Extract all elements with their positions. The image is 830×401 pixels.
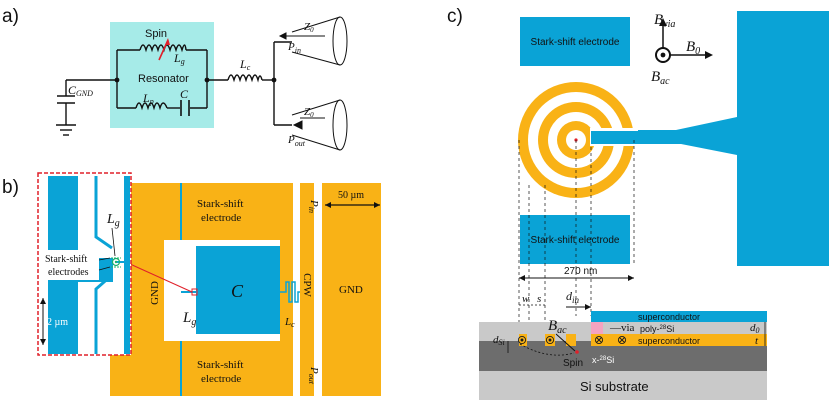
capacitor-c bbox=[180, 100, 190, 116]
dim-270nm-arrow-right bbox=[628, 275, 634, 281]
bac-field-line bbox=[519, 343, 575, 356]
coax-line-in bbox=[278, 16, 348, 66]
junction-dots bbox=[114, 77, 277, 83]
label-lc-b: Lc bbox=[284, 316, 295, 329]
panel-label-c: c) bbox=[447, 6, 463, 27]
panel-label-b: b) bbox=[2, 177, 19, 198]
via-block bbox=[591, 322, 603, 334]
gnd-left-label: GND bbox=[149, 281, 161, 305]
current-markers bbox=[517, 335, 627, 345]
label-t: t bbox=[755, 335, 759, 347]
label-pout: Pout bbox=[287, 134, 306, 148]
guide-lines bbox=[518, 140, 635, 340]
label-pin-b: Pin bbox=[307, 199, 320, 213]
cpw-center-strip bbox=[300, 183, 314, 396]
label-lp: Lp bbox=[142, 91, 154, 106]
spiral-inductor bbox=[518, 82, 681, 198]
inset-stark-pointer-1 bbox=[98, 257, 111, 261]
label-bvia: Bvia bbox=[654, 12, 675, 30]
label-substrate: Si substrate bbox=[580, 379, 649, 394]
label-cgnd: CGND bbox=[68, 83, 93, 98]
layer-superconductor-bottom bbox=[591, 334, 767, 346]
label-lg-b: Lg bbox=[182, 310, 196, 328]
label-pin: Pin bbox=[287, 41, 301, 55]
scale-arrow-left bbox=[325, 202, 331, 208]
resonator-label: Resonator bbox=[138, 73, 189, 85]
inset-stark-label-bg bbox=[40, 250, 99, 280]
scale-arrow-right bbox=[374, 202, 380, 208]
label-c-pad: C bbox=[231, 281, 244, 301]
scale-label-50um: 50 µm bbox=[338, 190, 364, 201]
label-pout-b: Pout bbox=[307, 366, 320, 385]
inductor-lc bbox=[227, 74, 263, 83]
label-d0: d0 bbox=[750, 322, 760, 335]
capacitor-gnd bbox=[57, 95, 75, 104]
inset-scale-label: 2 µm bbox=[47, 317, 68, 328]
label-w: w bbox=[522, 293, 530, 305]
spin-arrow-icon bbox=[158, 38, 170, 61]
stark-electrode-bottom bbox=[520, 215, 630, 264]
label-superconductor-top: superconductor bbox=[638, 312, 700, 322]
layer-superconductor-top bbox=[591, 311, 767, 322]
inset-scale-arrow-top bbox=[40, 298, 46, 304]
zoom-connector bbox=[129, 263, 193, 293]
inductor-lp bbox=[135, 102, 168, 111]
dim-270nm-arrow-left bbox=[519, 275, 525, 281]
bac-arrow bbox=[555, 333, 576, 352]
lc-meander bbox=[280, 281, 301, 303]
panel-c: c) Stark-shift electrode Stark-shift ele… bbox=[447, 6, 829, 400]
capacitor-pad bbox=[196, 246, 280, 334]
label-z0-bottom: Z0 bbox=[304, 106, 314, 119]
label-cpw: CPW bbox=[301, 273, 313, 297]
inset-stark-pointer-2 bbox=[98, 266, 111, 271]
layer-substrate bbox=[479, 371, 767, 400]
panel-label-a: a) bbox=[2, 6, 19, 27]
stark-top-line2: electrode bbox=[201, 212, 241, 224]
label-poly-si: poly-28Si bbox=[640, 324, 674, 334]
label-superconductor-bottom: superconductor bbox=[638, 336, 700, 346]
label-x28si: x-28Si bbox=[592, 355, 614, 365]
label-via: —via bbox=[609, 322, 635, 334]
label-din: din bbox=[566, 289, 580, 305]
label-bac: Bac bbox=[651, 69, 670, 87]
label-lc: Lc bbox=[239, 57, 251, 72]
stark-bottom-line1: Stark-shift bbox=[197, 359, 243, 371]
panel-a: a) Resonator bbox=[2, 6, 348, 151]
inset-stark-line2: electrodes bbox=[48, 267, 89, 278]
label-s: s bbox=[537, 293, 541, 305]
stark-bottom-line2: electrode bbox=[201, 373, 241, 385]
stark-electrode-bottom-label: Stark-shift electrode bbox=[531, 235, 620, 246]
panel-b: b) C Lg Lc Stark-shift electrode Stark-s… bbox=[2, 172, 381, 396]
ground-right bbox=[322, 183, 381, 396]
inset-scale-arrow-bottom bbox=[40, 339, 46, 345]
spin-dot bbox=[575, 350, 579, 354]
stark-electrode-top bbox=[520, 17, 630, 66]
coax-line-out bbox=[291, 99, 348, 151]
stark-top-line1: Stark-shift bbox=[197, 198, 243, 210]
label-bac-cross: Bac bbox=[548, 318, 567, 336]
inset-stark-line1: Stark-shift bbox=[45, 254, 87, 265]
stark-electrode-top-label: Stark-shift electrode bbox=[531, 37, 620, 48]
inset-label-lg: Lg bbox=[106, 212, 120, 229]
label-spin-cross: Spin bbox=[563, 358, 583, 369]
dim-din-arrow bbox=[585, 304, 591, 310]
ground-icon bbox=[56, 124, 76, 136]
label-lg: Lg bbox=[173, 51, 185, 66]
gnd-right-label: GND bbox=[339, 284, 363, 296]
feedline-lead bbox=[612, 11, 829, 266]
spin-label: Spin bbox=[145, 28, 167, 40]
label-z0-top: Z0 bbox=[304, 21, 314, 34]
label-c: C bbox=[180, 87, 189, 101]
field-axes bbox=[655, 18, 713, 63]
spiral-cross-3 bbox=[566, 334, 576, 346]
label-b0: B0 bbox=[686, 39, 700, 57]
dim-270nm-label: 270 nm bbox=[564, 266, 597, 277]
ground-plane bbox=[110, 183, 293, 396]
resonator-box bbox=[110, 22, 214, 128]
inset-lg-pointer bbox=[111, 227, 116, 257]
label-dsi: dSi bbox=[493, 334, 505, 347]
